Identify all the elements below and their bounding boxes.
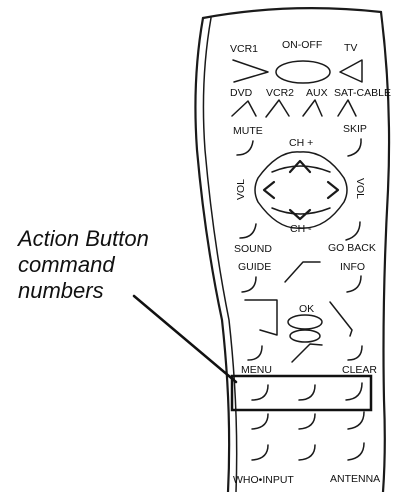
volume-down-icon[interactable] — [262, 180, 276, 200]
nav-up-button[interactable] — [284, 261, 321, 283]
vcr1-label: VCR1 — [230, 43, 258, 55]
channel-up-icon[interactable] — [288, 159, 312, 174]
ok-button-lower — [289, 329, 321, 343]
ch-plus-label: CH + — [289, 137, 313, 149]
nav-down-button[interactable] — [291, 343, 323, 363]
remote-right-edge — [379, 10, 391, 492]
nav-right-button[interactable] — [329, 301, 353, 337]
number-button-4[interactable] — [251, 413, 269, 430]
ok-label: OK — [299, 303, 314, 315]
goback-button[interactable] — [345, 221, 361, 241]
remote-left-edge — [194, 16, 231, 492]
mute-button[interactable] — [236, 140, 254, 156]
volume-up-icon[interactable] — [326, 180, 340, 200]
number-button-7[interactable] — [251, 444, 269, 461]
callout-line-1: Action Button — [16, 226, 149, 251]
callout-pointer-line — [132, 294, 238, 384]
onoff-button[interactable] — [275, 60, 331, 84]
dvd-label: DVD — [230, 87, 253, 99]
ok-button[interactable] — [287, 314, 323, 330]
aux-button[interactable] — [302, 99, 323, 117]
tv-button[interactable] — [339, 59, 363, 83]
guide-label: GUIDE — [238, 261, 271, 273]
whoinput-label: WHO•INPUT — [233, 474, 294, 486]
vol-right-label: VOL — [354, 178, 366, 199]
action-button-3[interactable] — [345, 382, 363, 401]
aux-label: AUX — [306, 87, 328, 99]
action-buttons-highlight-box — [230, 374, 373, 412]
goback-label: GO BACK — [328, 242, 376, 254]
vcr1-button[interactable] — [232, 59, 269, 83]
number-button-9[interactable] — [347, 442, 365, 461]
sound-label: SOUND — [234, 243, 272, 255]
guide-button[interactable] — [241, 276, 257, 293]
callout-line-2: command — [18, 252, 115, 277]
mute-label: MUTE — [233, 125, 263, 137]
info-button[interactable] — [346, 275, 362, 293]
dpad-outline — [254, 151, 348, 229]
vcr2-button[interactable] — [265, 99, 290, 118]
sound-button[interactable] — [239, 223, 257, 239]
info-label: INFO — [340, 261, 365, 273]
dpad-inner-up — [271, 165, 331, 173]
channel-down-icon[interactable] — [288, 208, 312, 221]
menu-label: MENU — [241, 364, 272, 376]
skip-label: SKIP — [343, 123, 367, 135]
antenna-label: ANTENNA — [330, 473, 380, 485]
number-button-5[interactable] — [298, 413, 316, 430]
tv-label: TV — [344, 42, 357, 54]
vcr2-label: VCR2 — [266, 87, 294, 99]
number-button-8[interactable] — [298, 444, 316, 461]
remote-left-inner-edge — [202, 17, 238, 492]
skip-button[interactable] — [347, 138, 362, 157]
dvd-button[interactable] — [231, 100, 257, 117]
action-button-2[interactable] — [298, 384, 316, 401]
nav-left-button[interactable] — [244, 299, 278, 336]
vol-left-label: VOL — [235, 179, 247, 200]
clear-button[interactable] — [347, 345, 363, 361]
action-button-1[interactable] — [251, 384, 269, 401]
number-button-6[interactable] — [347, 411, 365, 430]
clear-label: CLEAR — [342, 364, 377, 376]
remote-top-edge — [201, 7, 383, 20]
callout-line-3: numbers — [18, 278, 104, 303]
satcable-button[interactable] — [337, 99, 357, 117]
satcable-label: SAT-CABLE — [334, 87, 391, 99]
menu-button[interactable] — [247, 345, 263, 361]
ch-minus-label: CH - — [290, 223, 312, 235]
onoff-label: ON-OFF — [282, 39, 322, 51]
dpad-inner-down — [271, 207, 331, 215]
